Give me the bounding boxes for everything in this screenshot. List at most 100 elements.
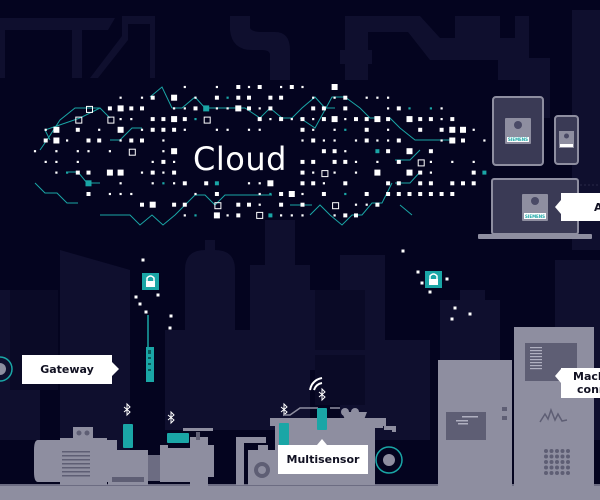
data-link-line (34, 182, 78, 204)
vent-dot (544, 471, 548, 475)
data-node (236, 85, 241, 89)
sensor-3[interactable] (279, 423, 289, 445)
data-node (194, 192, 197, 196)
bluetooth-icon (167, 410, 175, 425)
data-node (331, 116, 338, 123)
status-ring (0, 356, 13, 382)
data-node (75, 170, 80, 175)
data-link-line (67, 171, 100, 184)
data-node (449, 126, 456, 133)
data-node (321, 170, 329, 178)
data-node (354, 117, 358, 122)
data-node (331, 84, 338, 90)
data-node (472, 128, 475, 131)
data-node (333, 171, 336, 174)
data-node (300, 159, 305, 164)
data-link-line (110, 127, 142, 141)
data-node (332, 159, 337, 164)
data-node (247, 106, 251, 111)
data-node (468, 312, 472, 316)
data-node (450, 117, 455, 122)
data-node (396, 159, 401, 164)
data-node (267, 180, 274, 187)
data-node (321, 149, 326, 154)
data-node (453, 306, 457, 310)
data-node (236, 213, 241, 218)
data-node (333, 96, 336, 99)
data-node (107, 106, 112, 111)
data-node (460, 126, 466, 133)
data-node (461, 138, 465, 143)
data-node (428, 149, 433, 154)
data-node (343, 213, 348, 218)
data-node (258, 182, 261, 185)
data-node (428, 290, 432, 294)
data-node (226, 128, 229, 131)
vent-dot (555, 465, 559, 470)
data-node (55, 150, 58, 153)
data-node (440, 139, 443, 142)
data-node (406, 148, 413, 155)
data-node (226, 96, 229, 99)
data-node (386, 192, 391, 196)
data-node (150, 127, 155, 132)
tablet-icon[interactable]: SIEMENS (492, 96, 544, 166)
data-node (130, 192, 133, 196)
vent-dot (566, 454, 570, 459)
apps-callout: A (561, 193, 600, 221)
sensor-2[interactable] (167, 433, 189, 443)
data-node (418, 192, 423, 196)
data-node (171, 148, 178, 155)
data-node (332, 202, 340, 210)
laptop-icon[interactable]: SIEMENS (478, 178, 592, 239)
data-node (428, 192, 433, 196)
data-node (150, 117, 155, 122)
data-node (226, 214, 229, 217)
data-node (439, 192, 444, 196)
data-node (151, 182, 154, 185)
data-node (183, 85, 186, 89)
vent-dot (544, 449, 548, 453)
multisensor-callout: Multisensor (278, 445, 368, 474)
data-node (365, 203, 368, 206)
data-node (75, 116, 83, 124)
data-node (66, 139, 69, 142)
data-node (194, 214, 197, 217)
data-node (134, 295, 138, 299)
data-node (375, 149, 380, 154)
data-node (344, 192, 347, 196)
data-node (140, 96, 144, 99)
data-node (75, 127, 80, 132)
lock-icon (425, 271, 442, 288)
data-node (33, 150, 37, 153)
data-node (364, 127, 369, 132)
phone-icon[interactable] (554, 115, 579, 165)
data-node (406, 169, 413, 176)
data-node (193, 106, 198, 111)
multisensor-device[interactable] (317, 408, 327, 430)
vent-dot (566, 449, 570, 453)
data-node (258, 128, 261, 131)
data-node (172, 202, 177, 207)
data-node (258, 203, 261, 206)
data-node (140, 171, 144, 174)
data-node (144, 310, 148, 314)
data-node (312, 128, 315, 131)
data-node (108, 150, 111, 153)
data-node (344, 128, 347, 131)
data-node (396, 192, 401, 196)
sensor-1[interactable] (123, 424, 133, 448)
data-node (418, 181, 423, 186)
data-node (235, 105, 242, 112)
cloud-label: Cloud (193, 140, 287, 178)
data-node (301, 192, 304, 196)
data-node (66, 171, 69, 174)
data-node (117, 105, 124, 112)
data-node (162, 171, 165, 174)
factory-floor (0, 486, 600, 500)
data-node (288, 191, 295, 197)
lock-icon (142, 273, 159, 290)
motor-machine (34, 427, 214, 486)
gateway-device[interactable] (146, 315, 154, 382)
